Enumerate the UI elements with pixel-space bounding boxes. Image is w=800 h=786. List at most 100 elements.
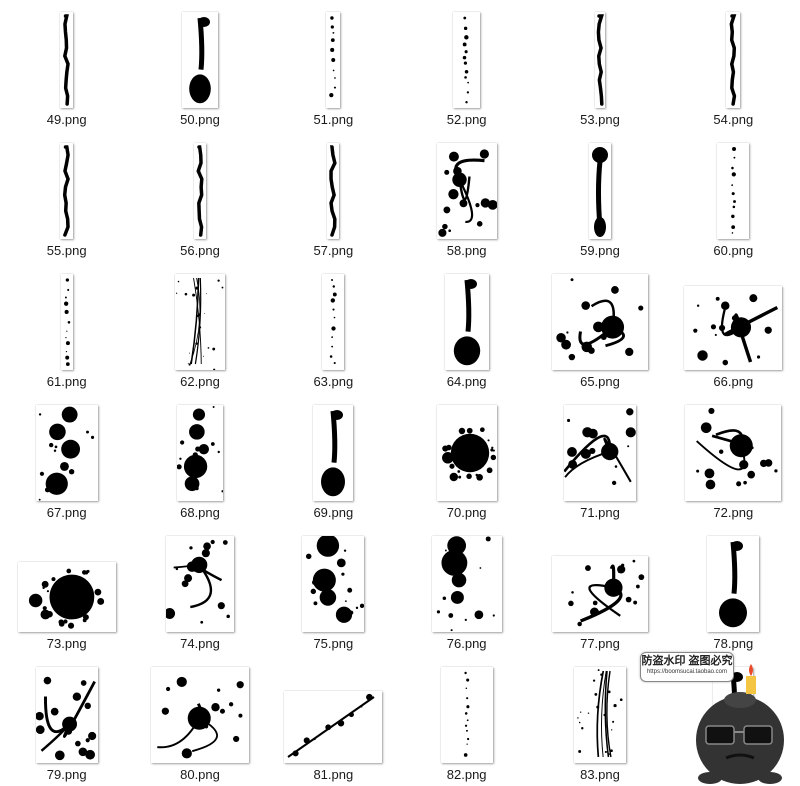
thumbnail-frame [140, 2, 260, 108]
file-item[interactable]: 75.png [267, 524, 400, 655]
file-name-label: 83.png [580, 767, 620, 782]
file-name-label: 56.png [180, 243, 220, 258]
thumbnail-frame [140, 657, 260, 763]
file-item[interactable]: 78.png [667, 524, 800, 655]
file-name-label: 69.png [313, 505, 354, 520]
file-name-label: 54.png [713, 112, 754, 127]
file-item[interactable]: 68.png [133, 393, 266, 524]
thumbnail-frame [273, 2, 393, 108]
thumbnail-ink-image[interactable] [551, 274, 648, 370]
file-item[interactable]: 49.png [0, 0, 133, 131]
file-item[interactable]: 83.png [533, 655, 666, 786]
thumbnail-ink-image[interactable] [60, 143, 74, 239]
thumbnail-frame [140, 395, 260, 501]
thumbnail-ink-image[interactable] [431, 536, 502, 632]
file-name-label: 51.png [313, 112, 354, 127]
thumbnail-ink-image[interactable] [436, 143, 498, 239]
file-item[interactable]: 76.png [400, 524, 533, 655]
thumbnail-ink-image[interactable] [164, 536, 234, 632]
file-item[interactable]: 50.png [133, 0, 266, 131]
file-item[interactable]: 73.png [0, 524, 133, 655]
thumbnail-ink-image[interactable] [326, 12, 341, 108]
thumbnail-ink-image[interactable] [302, 534, 365, 632]
file-item[interactable]: 52.png [400, 0, 533, 131]
thumbnail-frame [673, 395, 793, 501]
file-item[interactable]: 53.png [533, 0, 666, 131]
file-name-label: 60.png [713, 243, 754, 258]
file-item[interactable]: 60.png [667, 131, 800, 262]
file-item[interactable]: 66.png [667, 262, 800, 393]
thumbnail-ink-image[interactable] [444, 274, 489, 370]
thumbnail-ink-image[interactable] [34, 667, 98, 763]
thumbnail-ink-image[interactable] [322, 274, 345, 370]
thumbnail-frame [273, 133, 393, 239]
thumbnail-ink-image[interactable] [684, 286, 783, 370]
file-item[interactable]: 67.png [0, 393, 133, 524]
watermark-url: https://boomsucai.taobao.com [646, 669, 728, 675]
file-item[interactable]: 51.png [267, 0, 400, 131]
thumbnail-frame [540, 264, 660, 370]
thumbnail-ink-image[interactable] [717, 143, 750, 239]
file-name-label: 64.png [446, 374, 487, 389]
thumbnail-frame [540, 526, 660, 632]
thumbnail-ink-image[interactable] [284, 691, 383, 763]
thumbnail-frame [273, 526, 393, 632]
thumbnail-frame [7, 264, 127, 370]
file-item[interactable]: 57.png [267, 131, 400, 262]
file-item[interactable]: 69.png [267, 393, 400, 524]
thumbnail-frame [7, 657, 127, 763]
file-item[interactable]: 74.png [133, 524, 266, 655]
file-item[interactable]: 82.png [400, 655, 533, 786]
thumbnail-ink-image[interactable] [685, 405, 782, 501]
thumbnail-ink-image[interactable] [60, 12, 74, 108]
file-item[interactable]: 58.png [400, 131, 533, 262]
thumbnail-ink-image[interactable] [440, 667, 493, 763]
file-item[interactable]: 71.png [533, 393, 666, 524]
thumbnail-ink-image[interactable] [60, 274, 73, 370]
file-name-label: 50.png [180, 112, 220, 127]
thumbnail-ink-image[interactable] [193, 143, 206, 239]
thumbnail-ink-image[interactable] [726, 12, 741, 108]
thumbnail-ink-image[interactable] [313, 405, 354, 501]
thumbnail-ink-image[interactable] [181, 12, 218, 108]
thumbnail-ink-image[interactable] [174, 274, 225, 371]
file-name-label: 49.png [46, 112, 87, 127]
thumbnail-frame [407, 657, 527, 763]
file-item[interactable]: 59.png [533, 131, 666, 262]
file-item[interactable]: 70.png [400, 393, 533, 524]
file-item[interactable]: 56.png [133, 131, 266, 262]
thumbnail-ink-image[interactable] [176, 405, 224, 501]
file-item[interactable]: 77.png [533, 524, 666, 655]
thumbnail-ink-image[interactable] [17, 562, 116, 632]
file-item[interactable]: 63.png [267, 262, 400, 393]
file-item[interactable]: 80.png [133, 655, 266, 786]
thumbnail-ink-image[interactable] [588, 143, 611, 239]
file-item[interactable]: 61.png [0, 262, 133, 393]
thumbnail-ink-image[interactable] [594, 12, 605, 108]
file-item[interactable]: 55.png [0, 131, 133, 262]
file-item[interactable]: 81.png [267, 655, 400, 786]
thumbnail-ink-image[interactable] [436, 405, 497, 501]
thumbnail-ink-image[interactable] [35, 405, 98, 501]
file-item[interactable]: 79.png [0, 655, 133, 786]
thumbnail-ink-image[interactable] [551, 556, 648, 632]
thumbnail-ink-image[interactable] [707, 536, 760, 632]
thumbnail-frame [273, 657, 393, 763]
file-name-label: 55.png [46, 243, 87, 258]
watermark-bubble: 防盗水印 盗图必究 https://boomsucai.taobao.com [640, 652, 734, 682]
thumbnail-frame [407, 133, 527, 239]
thumbnail-frame [273, 395, 393, 501]
file-item[interactable]: 54.png [667, 0, 800, 131]
file-item[interactable]: 62.png [133, 262, 266, 393]
file-item[interactable]: 65.png [533, 262, 666, 393]
thumbnail-ink-image[interactable] [150, 667, 249, 763]
thumbnail-frame [540, 657, 660, 763]
thumbnail-ink-image[interactable] [563, 405, 636, 501]
thumbnail-frame [407, 395, 527, 501]
thumbnail-ink-image[interactable] [573, 667, 626, 763]
thumbnail-ink-image[interactable] [453, 12, 481, 108]
thumbnail-frame [7, 526, 127, 632]
file-item[interactable]: 64.png [400, 262, 533, 393]
thumbnail-ink-image[interactable] [327, 143, 340, 239]
file-item[interactable]: 72.png [667, 393, 800, 524]
